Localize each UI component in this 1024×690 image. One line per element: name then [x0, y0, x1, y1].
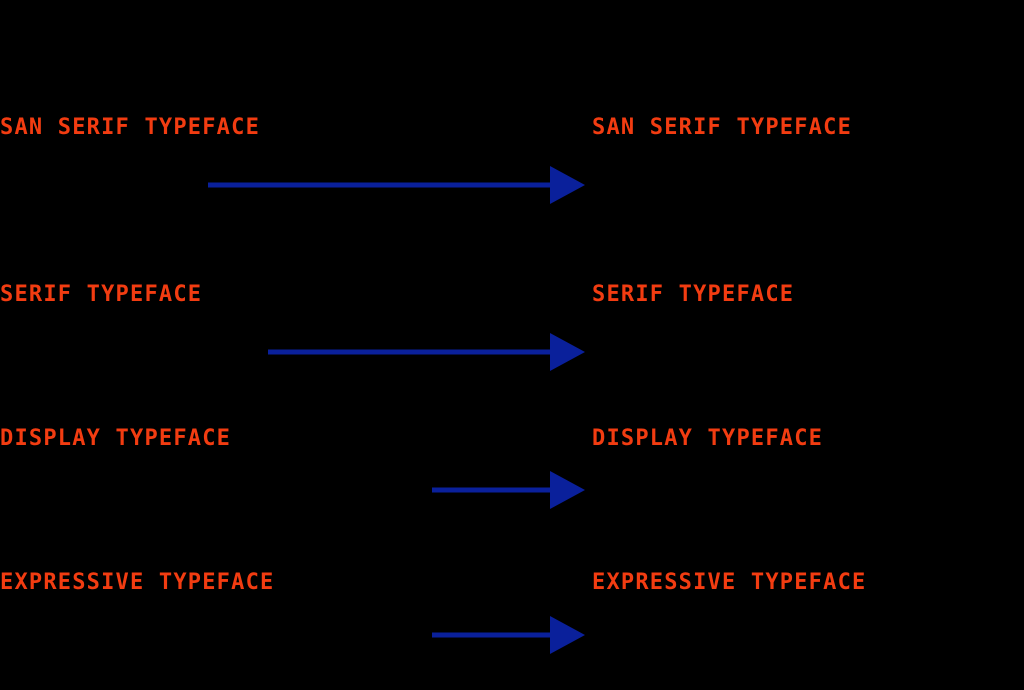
target-label-san-serif: SAN SERIF TYPEFACE [592, 115, 853, 140]
target-label-display: DISPLAY TYPEFACE [592, 426, 824, 451]
arrow-shaft [208, 182, 551, 188]
arrow-shaft [432, 632, 551, 638]
source-label-display: DISPLAY TYPEFACE [0, 426, 232, 451]
source-label-expressive: EXPRESSIVE TYPEFACE [0, 570, 275, 595]
arrow-head [550, 166, 585, 204]
target-label-serif: SERIF TYPEFACE [592, 282, 795, 307]
source-label-san-serif: SAN SERIF TYPEFACE [0, 115, 261, 140]
source-label-serif: SERIF TYPEFACE [0, 282, 203, 307]
target-label-expressive: EXPRESSIVE TYPEFACE [592, 570, 867, 595]
arrow-shaft [268, 349, 551, 355]
arrow-icon-serif [268, 333, 585, 371]
arrow-shaft [432, 487, 551, 493]
arrow-head [550, 333, 585, 371]
arrow-icon-san-serif [208, 166, 585, 204]
arrow-icon-expressive [432, 616, 585, 654]
arrow-head [550, 471, 585, 509]
arrow-icon-display [432, 471, 585, 509]
arrow-head [550, 616, 585, 654]
